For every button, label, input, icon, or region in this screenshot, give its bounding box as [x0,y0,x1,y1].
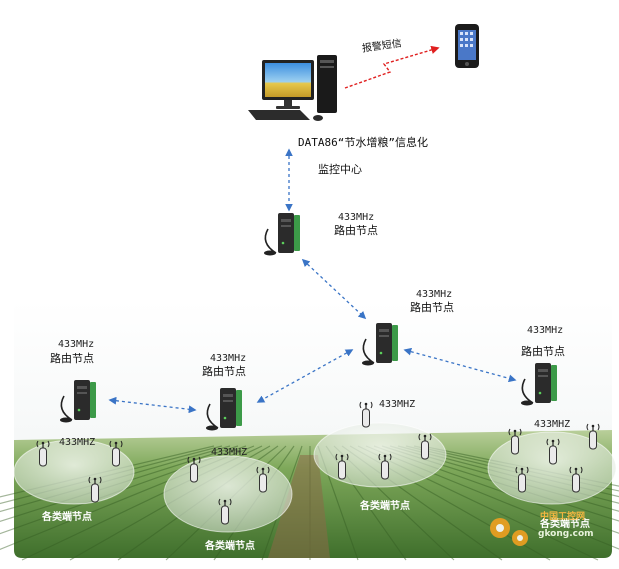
sensor-node-icon [187,456,201,483]
router-5-freq: 433MHz [58,339,95,350]
cluster-4-freq: 433MHZ [534,419,571,430]
sensor-node-icon [359,401,373,428]
sensor-node-icon [546,438,560,465]
cluster-3-freq: 433MHZ [379,399,416,410]
link-router3-router4 [403,347,517,383]
router-2-name: 路由节点 [202,365,246,378]
field-path [268,455,330,558]
center-subtitle: 监控中心 [318,163,362,176]
sensor-node-icon [569,466,583,493]
sensor-node-icon [418,433,432,460]
wireless-links [108,148,517,414]
cluster-1-freq: 433MHZ [59,437,96,448]
sensor-node-icon [378,453,392,480]
watermark-site: gkong.com [538,529,594,539]
router-5-name: 路由节点 [50,352,94,365]
router-device-icon [264,213,300,256]
link-router5-router2 [108,396,197,414]
sensor-node-icon [256,466,270,493]
alarm-sms-link [344,45,440,89]
watermark-brand: 中国工控网 [540,512,586,522]
router-4-name: 路由节点 [521,345,565,358]
center-title: DATA86“节水增粮”信息化 [298,136,428,149]
router-nodes [60,213,557,431]
computer-icon [248,55,337,121]
router-2-freq: 433MHz [210,353,247,364]
router-device-icon [362,323,398,366]
cluster-3-label: 各类端节点 [360,501,410,512]
router-3-freq: 433MHz [416,289,453,300]
sensor-node-icon [515,466,529,493]
sensor-node-icon [586,423,600,450]
cluster-2-label: 各类端节点 [205,541,255,552]
sensor-node-icon [109,440,123,467]
router-1-name: 路由节点 [334,224,378,237]
router-device-icon [60,380,96,423]
router-3-name: 路由节点 [410,301,454,314]
sensor-node-icon [335,453,349,480]
link-router1-router3 [301,258,367,320]
mobile-phone-icon [455,24,479,68]
sensor-node-icon [508,428,522,455]
coverage-bubble [313,422,447,488]
sensor-node-icon [218,498,232,525]
router-device-icon [521,363,557,406]
cluster-4-label: 各类端节点 [540,519,590,530]
sensor-node-icon [36,440,50,467]
end-node-clusters [13,401,617,533]
cluster-2-freq: 433MHZ [211,447,248,458]
cluster-1-label: 各类端节点 [42,512,92,523]
router-1-freq: 433MHz [338,212,375,223]
sensor-node-icon [88,476,102,503]
gear-logo-icon [490,518,528,546]
router-4-freq: 433MHz [527,325,564,336]
router-device-icon [206,388,242,431]
